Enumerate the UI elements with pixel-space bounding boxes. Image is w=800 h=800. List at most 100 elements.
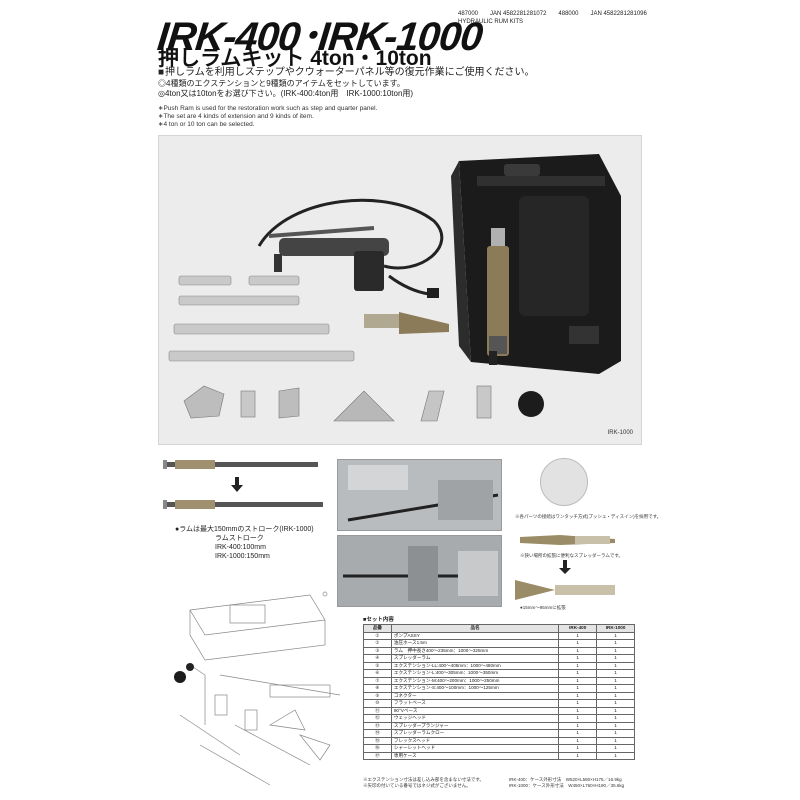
product-codes: 487000 JAN 4582281281072 488000 JAN 4582… xyxy=(458,10,688,26)
irk1000-qty-cell: 1 xyxy=(596,706,635,715)
photo-caption: IRK-1000 xyxy=(607,430,633,436)
part-name-cell: フレックスヘッド xyxy=(390,736,560,745)
footnote: IRK-400：ケース外形寸法 W520×L580×H175／16.9kg xyxy=(509,777,622,782)
header-part-name: 品名 xyxy=(390,624,560,633)
irk400-qty-cell: 1 xyxy=(558,646,598,655)
part-number-cell: ⑰ xyxy=(363,751,392,760)
irk400-qty-cell: 1 xyxy=(558,729,598,738)
header: IRK-400･IRK-1000 487000 JAN 458228128107… xyxy=(155,4,648,59)
irk400-qty-cell: 1 xyxy=(558,684,598,693)
part-number-cell: ⑨ xyxy=(363,691,392,700)
description: 押しラムを利用しステップやクウォーターパネル等の復元作業にご使用ください。 ◎4… xyxy=(158,67,658,99)
coupler xyxy=(427,288,439,298)
code-item: 488000 xyxy=(558,11,579,17)
header-irk400: IRK-400 xyxy=(558,624,598,633)
part-number-cell: ⑯ xyxy=(363,744,392,753)
footnote: ※矢印の付いている番号ではネジ式がございません。 xyxy=(363,783,471,788)
part-number-cell: ③ xyxy=(363,646,392,655)
irk1000-qty-cell: 1 xyxy=(596,744,635,753)
ram xyxy=(487,228,509,365)
irk400-qty-cell: 1 xyxy=(558,706,598,715)
pump-assy xyxy=(268,226,389,291)
irk400-qty-cell: 1 xyxy=(558,699,598,708)
spreader-note: ※狭い場所の拡張に便利なスプレッダーラムです。 xyxy=(520,553,623,558)
part-name-cell: スプレッダーラムクロー xyxy=(390,729,560,738)
irk1000-qty-cell: 1 xyxy=(596,691,635,700)
part-name-cell: エクステンション-L:400〜305mm：1000〜350mm xyxy=(390,669,560,678)
part-number-cell: ⑭ xyxy=(363,729,392,738)
stroke-item: IRK-1000:150mm xyxy=(215,553,270,560)
part-number-cell: ⑤ xyxy=(363,661,392,670)
stroke-note-heading: ●ラムは最大150mmのストローク(IRK-1000) xyxy=(175,526,314,533)
irk1000-qty-cell: 1 xyxy=(596,729,635,738)
irk1000-qty-cell: 1 xyxy=(596,684,635,693)
part-number-cell: ⑦ xyxy=(363,676,392,685)
part-name-cell: 90°Vベース xyxy=(390,706,560,715)
irk1000-qty-cell: 1 xyxy=(596,721,635,730)
english-note: ∗The set are 4 kinds of extension and 9 … xyxy=(158,113,314,120)
product-kit-illustration xyxy=(168,154,621,422)
english-notes: ∗Push Ram is used for the restoration wo… xyxy=(158,105,658,129)
table-header-row: 品番 品名 IRK-400 IRK-1000 xyxy=(363,624,635,633)
part-number-cell: ⑬ xyxy=(363,721,392,730)
part-name-cell: シャーレットヘッド xyxy=(390,744,560,753)
carrying-case xyxy=(451,154,621,374)
irk400-qty-cell: 1 xyxy=(558,751,598,760)
code-item: JAN 4582281281072 xyxy=(490,11,547,17)
irk1000-qty-cell: 1 xyxy=(596,699,635,708)
irk1000-qty-cell: 1 xyxy=(596,736,635,745)
english-note: ∗4 ton or 10 ton can be selected. xyxy=(158,121,255,128)
stroke-note: ●ラムは最大150mmのストローク(IRK-1000) ラムストローク IRK-… xyxy=(175,525,345,561)
irk400-qty-cell: 1 xyxy=(558,721,598,730)
irk400-qty-cell: 1 xyxy=(558,736,598,745)
part-number-cell: ⑧ xyxy=(363,684,392,693)
code-item: JAN 4582281281096 xyxy=(590,11,647,17)
hydraulic-hose xyxy=(257,198,444,270)
irk400-qty-cell: 1 xyxy=(558,669,598,678)
irk1000-qty-cell: 1 xyxy=(596,676,635,685)
extensions xyxy=(168,275,355,362)
spreader-closed-image xyxy=(520,535,615,545)
part-name-cell: スプレッダープランジャー xyxy=(390,721,560,730)
part-number-cell: ⑮ xyxy=(363,736,392,745)
part-name-cell: ウェッジヘッド xyxy=(390,714,560,723)
footnote: IRK-1000：ケース外形寸法 W450×L760×H190／35.6kg xyxy=(509,783,625,788)
irk400-qty-cell: 1 xyxy=(558,744,598,753)
part-name-cell: エクステンション-S:400〜100mm：1000〜125mm xyxy=(390,684,560,693)
part-name-cell: 油圧ホース1.5m xyxy=(390,639,560,648)
attachment-heads xyxy=(183,385,544,422)
part-name-cell: エクステンション-M:400〜200mm：1000〜250mm xyxy=(390,676,560,685)
footnote: ※エクステンション寸法は差し込み部を含まない寸法です。 xyxy=(363,777,484,782)
irk400-qty-cell: 1 xyxy=(558,631,598,640)
irk1000-qty-cell: 1 xyxy=(596,654,635,663)
part-name-cell: ラム 押中長さ400〜235mm：1000〜325mm xyxy=(390,646,560,655)
part-number-cell: ④ xyxy=(363,654,392,663)
code-item: 487000 xyxy=(458,11,479,17)
part-name-cell: 専用ケース xyxy=(390,751,560,760)
irk400-qty-cell: 1 xyxy=(558,691,598,700)
stroke-item: IRK-400:100mm xyxy=(215,544,266,551)
irk1000-qty-cell: 1 xyxy=(596,639,635,648)
irk1000-qty-cell: 1 xyxy=(596,631,635,640)
footnotes-right: IRK-400：ケース外形寸法 W520×L580×H175／16.9kg IR… xyxy=(509,777,639,789)
spreader-open-image xyxy=(515,560,615,600)
part-name-cell: エクステンション-LL:400〜405mm：1000〜480mm xyxy=(390,661,560,670)
part-number-cell: ① xyxy=(363,631,392,640)
part-number-cell: ⑫ xyxy=(363,714,392,723)
part-name-cell: コネクター xyxy=(390,691,560,700)
product-name-en: HYDRAULIC RUM KITS xyxy=(458,19,524,25)
usage-photo xyxy=(337,535,502,607)
ram-stroke-illustration xyxy=(163,460,323,509)
